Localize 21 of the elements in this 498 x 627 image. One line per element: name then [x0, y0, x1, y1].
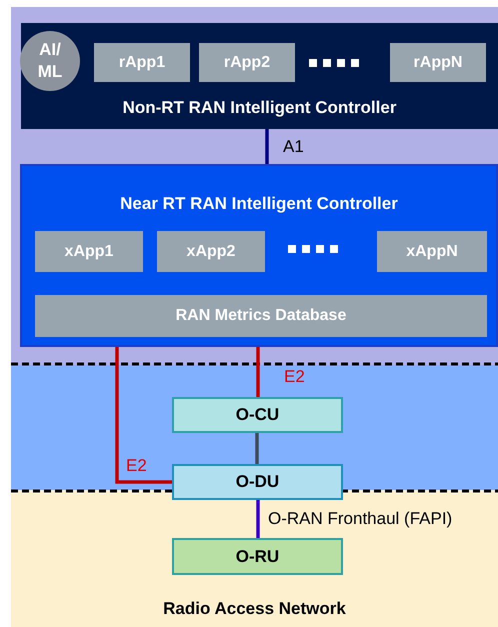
edge-label: A1 [283, 137, 304, 157]
unit-box: O-DU [172, 464, 343, 500]
edge-label: E2 [126, 456, 147, 476]
unit-box: O-CU [172, 397, 343, 433]
connector-line [256, 500, 260, 538]
app-box: rApp2 [199, 43, 295, 82]
controller-panel: Non-RT RAN Intelligent Controller AI/ ML rApp1 rApp2 rAppN [21, 23, 498, 129]
app-box: rAppN [390, 43, 486, 82]
edge-label: O-RAN Fronthaul (FAPI) [268, 509, 452, 529]
app-box: rApp1 [94, 43, 190, 82]
app-box: xAppN [377, 231, 487, 272]
unit-box: O-RU [172, 538, 343, 575]
connector-line [255, 433, 259, 464]
connector-line [265, 129, 269, 164]
app-box: xApp2 [157, 231, 265, 272]
connector-line [115, 347, 172, 484]
connector-line [256, 347, 260, 397]
database-bar: RAN Metrics Database [35, 295, 487, 337]
controller-panel: Near RT RAN Intelligent Controller xApp1 xApp2 xAppN RAN Metrics Database [20, 164, 498, 347]
edge-label: E2 [284, 367, 305, 387]
app-box: xApp1 [35, 231, 143, 272]
